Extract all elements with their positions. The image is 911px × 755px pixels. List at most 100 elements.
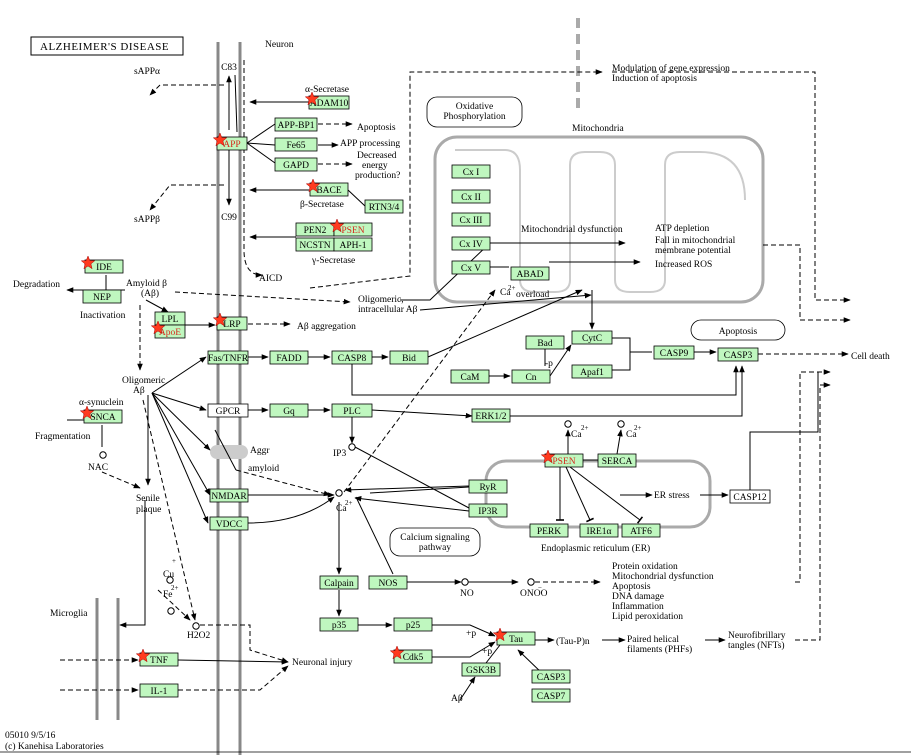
gene-box[interactable] (331, 350, 373, 365)
gene-box[interactable] (207, 350, 249, 365)
gene-node-ryr[interactable]: RyR (468, 479, 508, 494)
gene-box[interactable] (729, 489, 771, 504)
gene-node-cxii[interactable]: Cx II (451, 189, 491, 204)
gene-node-casp8[interactable]: CASP8 (331, 350, 373, 365)
gene-box[interactable] (451, 260, 491, 275)
gene-box[interactable] (653, 345, 695, 360)
gene-node-cytc[interactable]: CytC (571, 330, 613, 345)
gene-node-casp9[interactable]: CASP9 (653, 345, 695, 360)
gene-node-atf6[interactable]: ATF6 (621, 523, 661, 538)
gene-node-vdcc[interactable]: VDCC (209, 516, 249, 531)
gene-box[interactable] (717, 347, 759, 362)
gene-node-plc[interactable]: PLC (331, 403, 373, 418)
gene-box[interactable] (451, 236, 491, 251)
gene-node-nep[interactable]: NEP (82, 289, 122, 304)
gene-node-calpain[interactable]: Calpain (319, 575, 359, 590)
gene-box[interactable] (274, 117, 318, 132)
gene-node-gsk3b[interactable]: GSK3B (461, 662, 501, 677)
gene-node-gpcr[interactable]: GPCR (207, 403, 249, 418)
gene-node-cn[interactable]: Cn (511, 369, 551, 384)
gene-box[interactable] (389, 350, 429, 365)
label-fe: Fe (163, 590, 173, 600)
gene-box[interactable] (269, 403, 309, 418)
gene-node-fe65[interactable]: Fe65 (274, 137, 318, 152)
gene-box[interactable] (579, 523, 619, 538)
gene-box[interactable] (269, 350, 309, 365)
gene-node-ncstn[interactable]: NCSTN (295, 237, 335, 252)
gene-node-aph1[interactable]: APH-1 (333, 237, 373, 252)
gene-node-cxv[interactable]: Cx V (451, 260, 491, 275)
gene-box[interactable] (531, 688, 571, 703)
gene-node-nmdar[interactable]: NMDAR (209, 488, 249, 503)
gene-node-cxiii[interactable]: Cx III (451, 212, 491, 227)
pathway-link-apoptosis[interactable]: Apoptosis (690, 319, 786, 341)
gene-box[interactable] (364, 199, 404, 214)
gene-box[interactable] (510, 266, 550, 281)
gene-box[interactable] (529, 523, 569, 538)
gene-node-nos[interactable]: NOS (368, 575, 408, 590)
gene-node-apaf1[interactable]: Apaf1 (571, 364, 613, 379)
label-sappb: sAPPβ (134, 215, 160, 225)
gene-node-ip3r[interactable]: IP3R (468, 503, 508, 518)
gene-box[interactable] (82, 289, 122, 304)
gene-box[interactable] (209, 488, 249, 503)
gene-box[interactable] (331, 403, 373, 418)
gene-node-appbp1[interactable]: APP-BP1 (274, 117, 318, 132)
gene-node-pen2[interactable]: PEN2 (295, 222, 335, 237)
gene-box[interactable] (597, 453, 637, 468)
gene-box[interactable] (207, 403, 249, 418)
gene-box[interactable] (451, 164, 491, 179)
gene-box[interactable] (461, 662, 501, 677)
gene-node-casp7[interactable]: CASP7 (531, 688, 571, 703)
gene-node-perk[interactable]: PERK (529, 523, 569, 538)
gene-node-p35[interactable]: p35 (319, 617, 359, 632)
gene-node-ire1a[interactable]: IRE1α (579, 523, 619, 538)
gene-box[interactable] (319, 575, 359, 590)
gene-box[interactable] (450, 369, 490, 384)
gene-node-cxi[interactable]: Cx I (451, 164, 491, 179)
gene-node-serca[interactable]: SERCA (597, 453, 637, 468)
gene-box[interactable] (468, 479, 508, 494)
gene-label: IP3R (478, 507, 498, 517)
gene-node-rtn34[interactable]: RTN3/4 (364, 199, 404, 214)
gene-node-fadd[interactable]: FADD (269, 350, 309, 365)
gene-box[interactable] (471, 408, 511, 423)
gene-box[interactable] (571, 330, 613, 345)
gene-box[interactable] (468, 503, 508, 518)
gene-box[interactable] (531, 669, 571, 684)
gene-node-erk12[interactable]: ERK1/2 (471, 408, 511, 423)
gene-box[interactable] (525, 335, 565, 350)
gene-node-p25[interactable]: p25 (393, 617, 433, 632)
gene-node-casp3a[interactable]: CASP3 (717, 347, 759, 362)
gene-box[interactable] (621, 523, 661, 538)
gene-node-gq[interactable]: Gq (269, 403, 309, 418)
gene-node-cxiv[interactable]: Cx IV (451, 236, 491, 251)
gene-node-il1[interactable]: IL-1 (139, 683, 179, 698)
gene-box[interactable] (451, 212, 491, 227)
gene-box[interactable] (333, 237, 373, 252)
gene-box[interactable] (571, 364, 613, 379)
gene-box[interactable] (274, 137, 318, 152)
gene-node-snca[interactable]: SNCA (83, 409, 123, 424)
gene-box[interactable] (209, 516, 249, 531)
gene-node-fastnfr[interactable]: Fas/TNFR (207, 350, 249, 365)
gene-box[interactable] (451, 189, 491, 204)
gene-box[interactable] (319, 617, 359, 632)
gene-label: PLC (343, 407, 360, 417)
gene-node-casp12[interactable]: CASP12 (729, 489, 771, 504)
gene-node-bid[interactable]: Bid (389, 350, 429, 365)
gene-node-abad[interactable]: ABAD (510, 266, 550, 281)
gene-node-casp3b[interactable]: CASP3 (531, 669, 571, 684)
gene-node-bad[interactable]: Bad (525, 335, 565, 350)
gene-node-cam[interactable]: CaM (450, 369, 490, 384)
gene-node-adam10[interactable]: ADAM10 (308, 95, 350, 110)
gene-box[interactable] (274, 157, 318, 172)
gene-box[interactable] (368, 575, 408, 590)
gene-node-lpl[interactable]: LPL (154, 311, 186, 326)
gene-node-gapd[interactable]: GAPD (274, 157, 318, 172)
gene-box[interactable] (139, 683, 179, 698)
gene-box[interactable] (393, 617, 433, 632)
gene-box[interactable] (511, 369, 551, 384)
